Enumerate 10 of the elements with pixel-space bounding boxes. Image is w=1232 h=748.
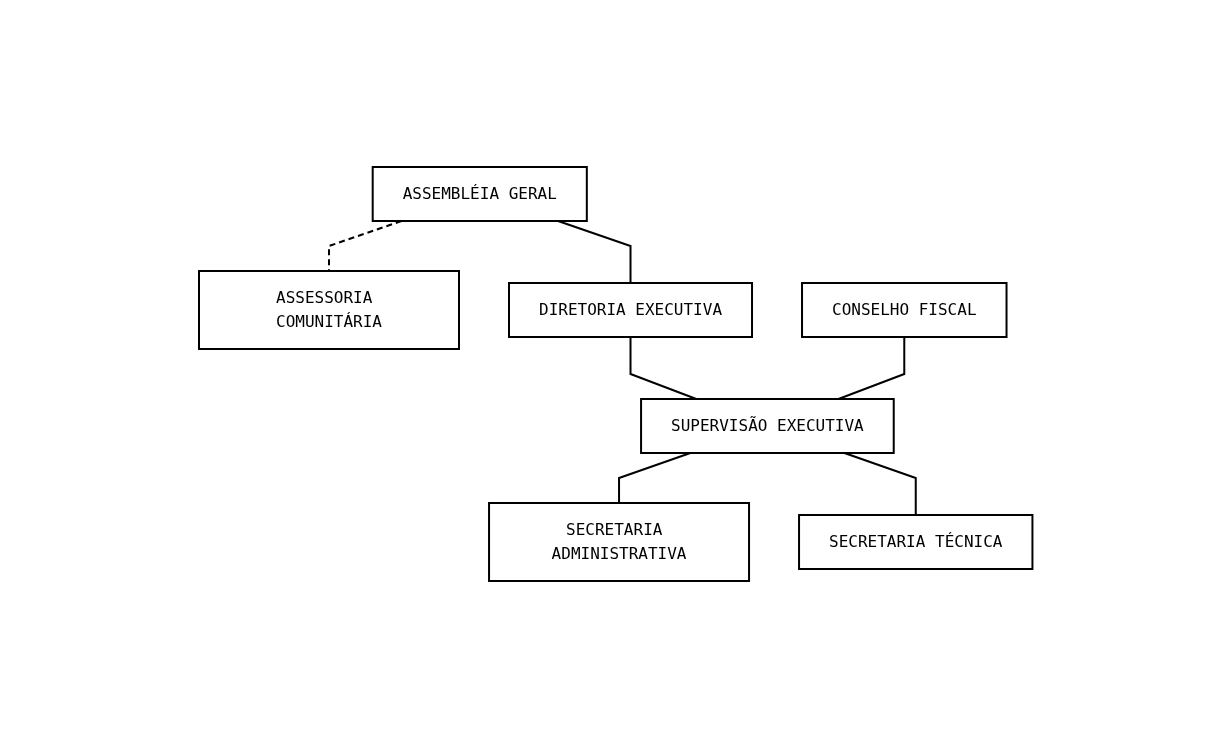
connector [837, 336, 906, 400]
connector [629, 336, 698, 400]
node-box: ASSESSORIA COMUNITÁRIA [198, 270, 461, 350]
node-box: DIRETORIA EXECUTIVA [508, 282, 754, 338]
node-box: SECRETARIA ADMINISTRATIVA [488, 502, 751, 582]
node-box: CONSELHO FISCAL [801, 282, 1008, 338]
node-box: ASSEMBLÉIA GERAL [372, 166, 589, 222]
connector [557, 220, 632, 284]
node-box: SUPERVISÃO EXECUTIVA [640, 398, 895, 454]
node-box: SECRETARIA TÉCNICA [798, 514, 1034, 570]
